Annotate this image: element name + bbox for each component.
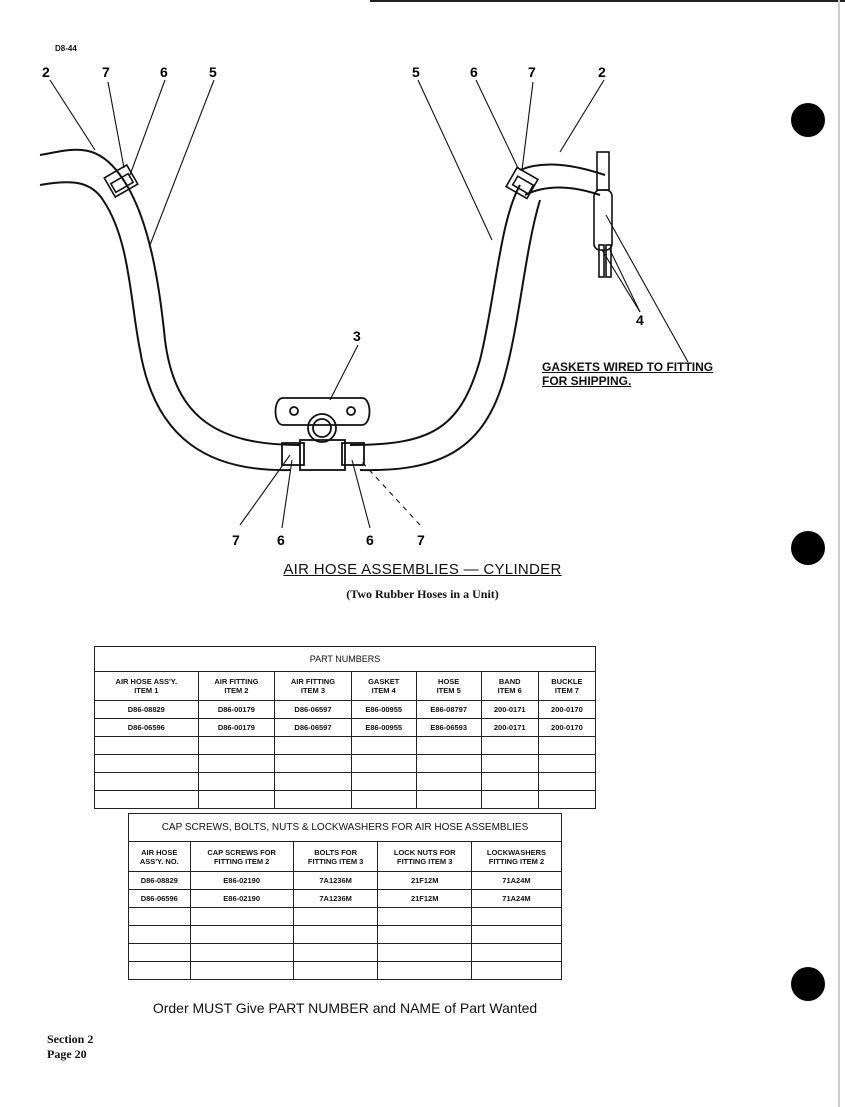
table-cell: 71A24M — [470, 889, 563, 908]
leader-lines — [49, 79, 689, 529]
callout-7-bottom-right: 7 — [417, 532, 425, 548]
column-header: AIR HOSE ASS'Y.ITEM 1 — [94, 671, 199, 701]
table-cell: 71A24M — [470, 871, 563, 890]
page-footer: Section 2 Page 20 — [47, 1032, 93, 1062]
callout-2-left: 2 — [42, 64, 50, 80]
table-cell: E86-02190 — [189, 889, 294, 908]
page-top-rule — [370, 0, 845, 2]
callout-6-bottom-right: 6 — [366, 532, 374, 548]
callout-5-left: 5 — [209, 64, 217, 80]
page-label: Page 20 — [47, 1047, 87, 1061]
shipping-note-line2: FOR SHIPPING. — [542, 374, 632, 388]
punch-hole-top — [791, 103, 825, 137]
table-row-empty — [128, 961, 563, 980]
table-row-empty — [94, 736, 597, 755]
table-row-empty — [128, 907, 563, 926]
part-numbers-table: PART NUMBERS AIR HOSE ASS'Y.ITEM 1 AIR F… — [94, 646, 597, 809]
callout-7-right: 7 — [528, 64, 536, 80]
table-cell: D86-06596 — [128, 889, 191, 908]
table-cell: 200-0170 — [537, 718, 597, 737]
center-flange-fitting — [274, 397, 371, 471]
table-row: D86-06596 E86-02190 7A1236M 21F12M 71A24… — [128, 889, 563, 908]
table-cell: E86-00955 — [350, 700, 417, 719]
shipping-note: GASKETS WIRED TO FITTING FOR SHIPPING. — [542, 360, 713, 388]
hose-outline — [39, 148, 606, 472]
section-label: Section 2 — [47, 1032, 94, 1046]
table-cell: D86-08829 — [128, 871, 191, 890]
punch-hole-bottom — [791, 967, 825, 1001]
table-cell: D86-00179 — [197, 718, 276, 737]
table-row: D86-08829 E86-02190 7A1236M 21F12M 71A24… — [128, 871, 563, 890]
part-numbers-caption: PART NUMBERS — [94, 646, 596, 672]
table-cell: 7A1236M — [292, 871, 379, 890]
table-row-empty — [94, 754, 597, 773]
hardware-caption: CAP SCREWS, BOLTS, NUTS & LOCKWASHERS FO… — [128, 813, 562, 842]
shipping-note-line1: GASKETS WIRED TO FITTING — [542, 360, 714, 374]
table-cell: 200-0171 — [480, 700, 539, 719]
table-cell: D86-06597 — [274, 700, 352, 719]
figure-title: AIR HOSE ASSEMBLIES — CYLINDER — [283, 561, 562, 578]
table-cell: E86-08797 — [415, 700, 482, 719]
table-cell: 7A1236M — [292, 889, 379, 908]
table-row-empty — [128, 925, 563, 944]
table-row: D86-06596 D86-00179 D86-06597 E86-00955 … — [94, 718, 597, 737]
table-cell: 21F12M — [377, 889, 472, 908]
table-cell: 21F12M — [377, 871, 472, 890]
hardware-table: CAP SCREWS, BOLTS, NUTS & LOCKWASHERS FO… — [128, 813, 563, 980]
table-cell: D86-06596 — [94, 718, 199, 737]
figure-subtitle: (Two Rubber Hoses in a Unit) — [346, 587, 499, 601]
hose-assembly-drawing: 2 7 6 5 5 6 7 2 3 4 7 6 6 7 — [39, 64, 689, 548]
right-clamp — [505, 166, 539, 200]
callout-5-right: 5 — [412, 64, 420, 80]
table-cell: D86-00179 — [197, 700, 276, 719]
page-right-edge — [838, 0, 840, 1107]
table-cell: E86-00955 — [350, 718, 417, 737]
order-instruction: Order MUST Give PART NUMBER and NAME of … — [152, 1000, 538, 1016]
callout-2-right: 2 — [598, 64, 606, 80]
table-row: D86-08829 D86-00179 D86-06597 E86-00955 … — [94, 700, 597, 719]
table-row-empty — [94, 772, 597, 791]
callout-6-bottom-left: 6 — [277, 532, 285, 548]
punch-hole-middle — [791, 531, 825, 565]
left-clamp — [103, 163, 139, 199]
callout-7-bottom-left: 7 — [232, 532, 240, 548]
table-cell: 200-0171 — [480, 718, 539, 737]
document-id: D8-44 — [55, 44, 77, 53]
table-row-empty — [94, 790, 597, 809]
callout-6-right: 6 — [470, 64, 478, 80]
callout-4-gaskets: 4 — [636, 312, 644, 328]
right-fitting-gaskets — [593, 151, 613, 278]
table-row-empty — [128, 943, 563, 962]
callout-7-left: 7 — [102, 64, 110, 80]
table-cell: D86-06597 — [274, 718, 352, 737]
table-cell: 200-0170 — [537, 700, 597, 719]
callout-6-left: 6 — [160, 64, 168, 80]
table-cell: E86-06593 — [415, 718, 482, 737]
callout-3-center: 3 — [353, 328, 361, 344]
table-cell: D86-08829 — [94, 700, 199, 719]
table-cell: E86-02190 — [189, 871, 294, 890]
